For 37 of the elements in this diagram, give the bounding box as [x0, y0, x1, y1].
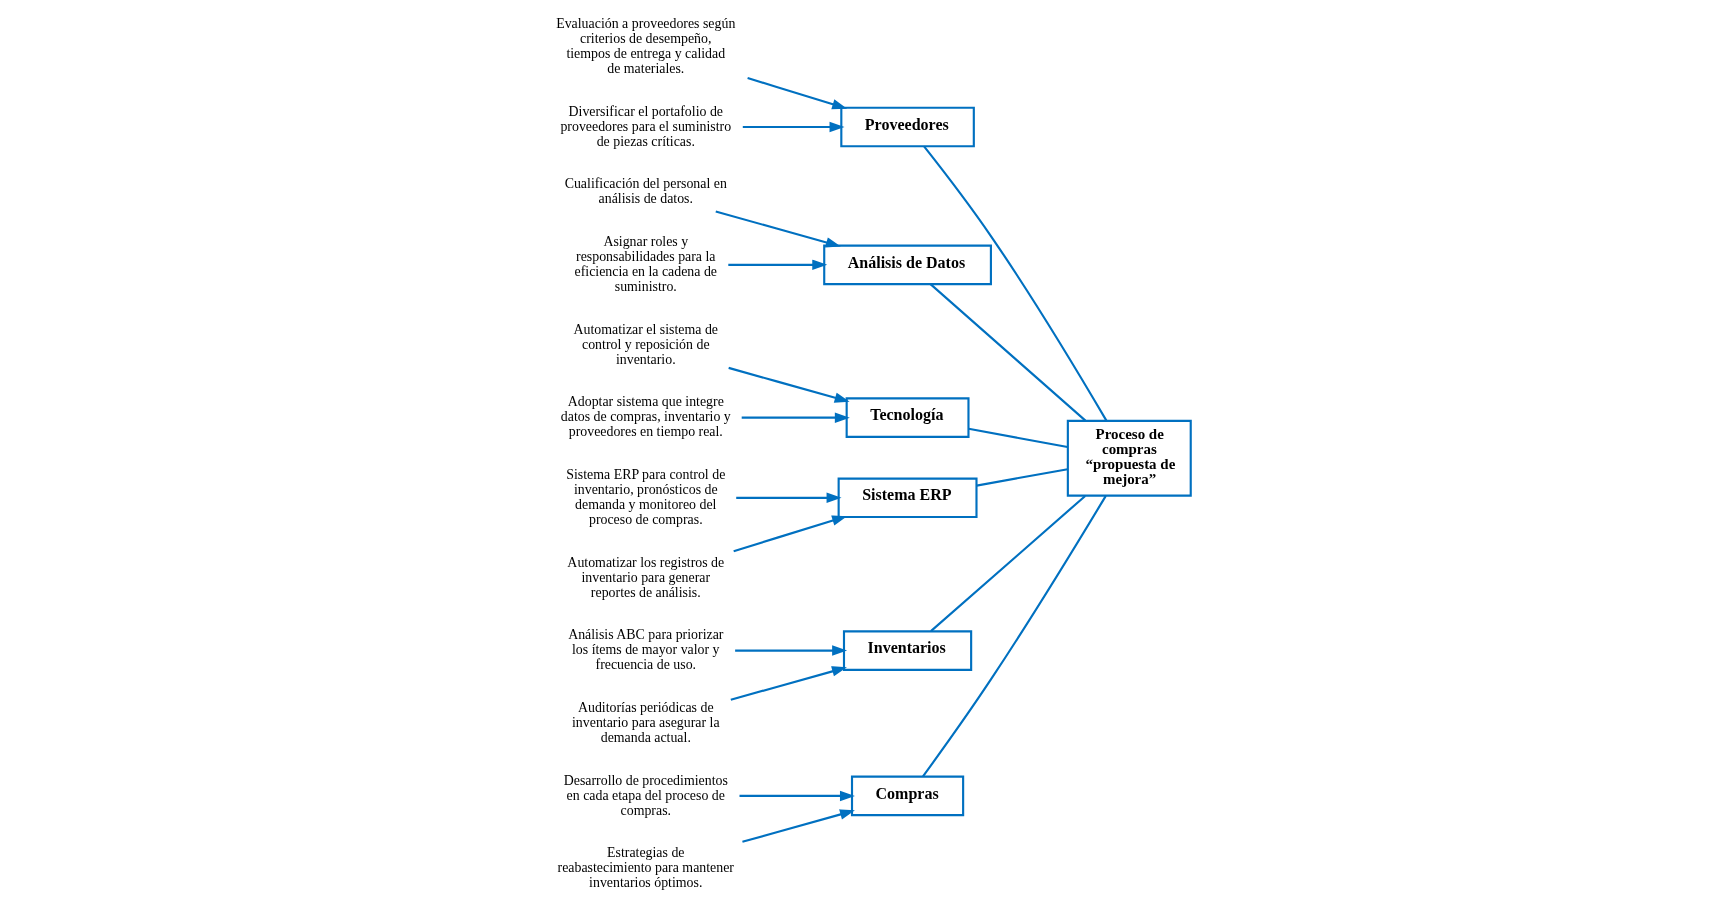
node-text: Cualificación del personal en análisis de datos.: [564, 176, 727, 207]
connector: [976, 468, 1068, 487]
arrow: [741, 412, 850, 423]
arrow: [742, 809, 855, 843]
arrow: [728, 366, 850, 403]
arrow: [728, 259, 828, 271]
node-text: Estrategias de reabastecimiento para mantener inventarios óptimos.: [557, 845, 734, 891]
node-text: Automatizar el sistema de control y reposición de inventario.: [573, 321, 719, 367]
connector: [923, 145, 1108, 422]
node-box: Compras: [850, 775, 965, 817]
node-box: Proceso de compras “propuesta de mejora”: [1066, 419, 1192, 497]
node-text: Análisis ABC para priorizar los ítems de mayor valor y frecuencia de uso.: [568, 627, 724, 673]
arrow: [733, 515, 848, 553]
connector: [968, 427, 1068, 449]
node-box: Tecnología: [845, 397, 970, 438]
node-text: Automatizar los registros de inventario para generar reportes de análisis.: [567, 554, 725, 600]
node-box: Proveedores: [840, 106, 975, 148]
arrow: [715, 210, 841, 248]
connector: [922, 495, 1107, 777]
arrow: [730, 666, 847, 701]
node-text: Auditorías periódicas de inventario para asegurar la demanda actual.: [572, 699, 720, 745]
node-text: Adoptar sistema que integre datos de compras, inventario y proveedores en tiempo real.: [560, 394, 731, 440]
node-text: Asignar roles y responsabilidades para la eficiencia en la cadena de suministro.: [574, 234, 718, 294]
arrow: [735, 645, 848, 656]
node-text: Evaluación a proveedores según criterios de desempeño, tiempos de entrega y calidad de materiales.: [556, 16, 736, 76]
node-box: Análisis de Datos: [823, 244, 992, 286]
node-text: Sistema ERP para control de inventario, pronósticos de demanda y monitoreo del proceso de compras.: [566, 467, 726, 527]
node-text: Diversificar el portafolio de proveedores para el suministro de piezas críticas.: [560, 103, 732, 149]
node-box: Inventarios: [842, 630, 973, 671]
connector: [929, 283, 1087, 422]
node-text: Desarrollo de procedimientos en cada etapa del proceso de compras.: [563, 772, 728, 818]
arrow: [736, 492, 842, 504]
connector: [930, 495, 1086, 632]
node-box: Sistema ERP: [837, 477, 978, 519]
arrow: [747, 76, 848, 110]
arrow: [739, 790, 855, 802]
arrow: [742, 121, 845, 133]
